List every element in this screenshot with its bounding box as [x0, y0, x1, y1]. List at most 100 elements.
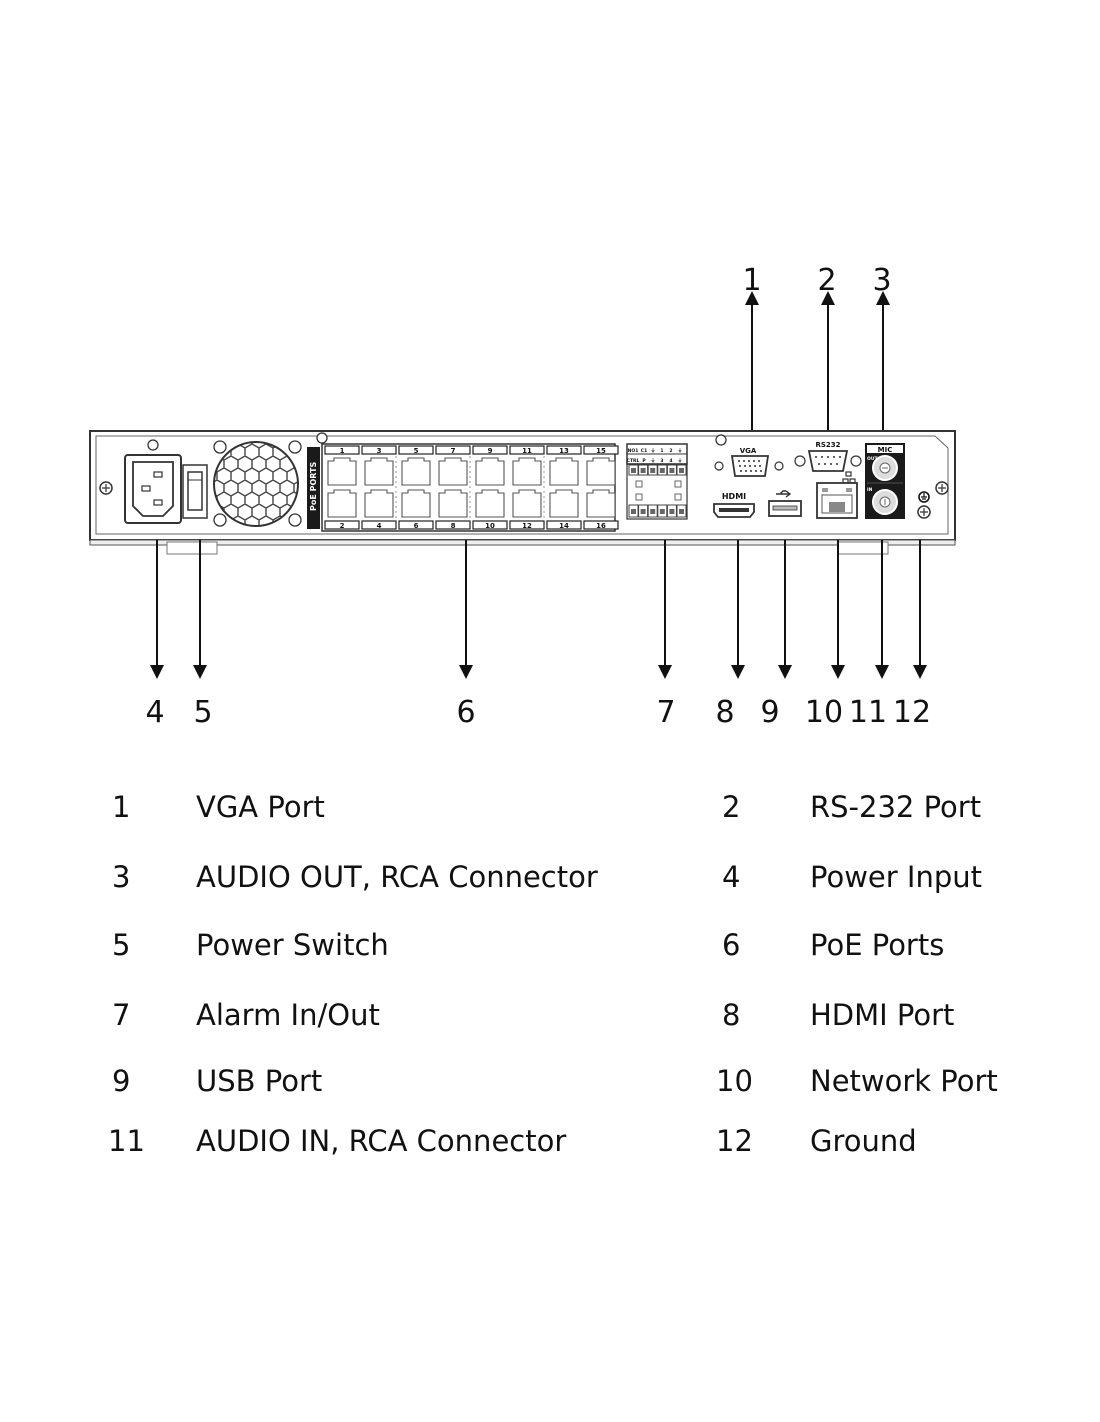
- alarm-label: ⏚: [678, 457, 683, 464]
- callout-2: 2: [817, 263, 836, 298]
- callout-7: 7: [656, 695, 675, 730]
- poe-jack-icon: [401, 489, 431, 518]
- callout-1: 1: [742, 263, 761, 298]
- legend-number: 5: [112, 928, 131, 962]
- usb-port-icon: [768, 490, 802, 517]
- alarm-label: NO1: [628, 448, 639, 454]
- alarm-label: ⏚: [651, 457, 656, 464]
- poe-port-number: 11: [522, 447, 532, 455]
- poe-ports-label: PoE PORTS: [309, 461, 318, 511]
- mic-in-label: IN: [867, 487, 873, 493]
- power-switch-icon: [182, 464, 208, 519]
- legend-label: RS-232 Port: [810, 790, 982, 824]
- vga-port-icon: VGA: [714, 434, 784, 477]
- callout-4: 4: [145, 695, 164, 730]
- mic-out-label: OUT: [867, 456, 878, 462]
- poe-jack-icon: [475, 457, 505, 486]
- poe-jack-icon: [549, 457, 579, 486]
- ground-terminal-icon: [917, 491, 931, 519]
- poe-port-number: 9: [488, 447, 493, 455]
- legend-label: PoE Ports: [810, 928, 945, 962]
- callout-11: 11: [849, 695, 887, 730]
- hdmi-port-icon: HDMI: [713, 492, 755, 518]
- legend-label: Alarm In/Out: [196, 998, 380, 1032]
- poe-jack-icon: [364, 457, 394, 486]
- poe-port-number: 10: [485, 522, 495, 530]
- callout-10: 10: [805, 695, 843, 730]
- poe-port-number: 8: [451, 522, 456, 530]
- poe-port-number: 1: [340, 447, 345, 455]
- poe-jack-icon: [586, 457, 616, 486]
- poe-port-number: 3: [377, 447, 382, 455]
- legend-number: 6: [722, 928, 741, 962]
- callout-8: 8: [715, 695, 734, 730]
- poe-port-number: 6: [414, 522, 419, 530]
- legend-number: 3: [112, 860, 131, 894]
- network-port-icon: [816, 471, 858, 519]
- poe-port-number: 5: [414, 447, 419, 455]
- legend-label: AUDIO OUT, RCA Connector: [196, 860, 598, 894]
- alarm-label: 2: [669, 448, 672, 454]
- vga-label: VGA: [740, 447, 757, 455]
- legend-label: VGA Port: [196, 790, 325, 824]
- legend-number: 7: [112, 998, 131, 1032]
- alarm-label: 1: [660, 448, 663, 454]
- legend-label: AUDIO IN, RCA Connector: [196, 1124, 567, 1158]
- poe-jack-icon: [438, 457, 468, 486]
- legend-label: USB Port: [196, 1064, 323, 1098]
- legend-number: 9: [112, 1064, 131, 1098]
- legend-number: 2: [722, 790, 741, 824]
- legend-number: 10: [716, 1064, 753, 1098]
- audio-rca-block: MIC OUT IN: [865, 443, 905, 519]
- poe-port-number: 16: [596, 522, 606, 530]
- poe-port-number: 4: [377, 522, 382, 530]
- top-callouts: 1 2 3: [742, 263, 892, 430]
- alarm-label: ⏚: [651, 447, 656, 454]
- legend-label: Network Port: [810, 1064, 998, 1098]
- poe-jack-icon: [549, 489, 579, 518]
- legend-number: 4: [722, 860, 741, 894]
- fan-icon: [147, 432, 328, 527]
- alarm-label: CTRL: [627, 458, 640, 464]
- poe-port-number: 13: [559, 447, 569, 455]
- poe-jack-icon: [475, 489, 505, 518]
- poe-jack-icon: [438, 489, 468, 518]
- callout-12: 12: [893, 695, 931, 730]
- alarm-label: P: [642, 458, 646, 464]
- poe-port-number: 14: [559, 522, 569, 530]
- callout-3: 3: [872, 263, 891, 298]
- callout-6: 6: [456, 695, 475, 730]
- legend-label: HDMI Port: [810, 998, 955, 1032]
- power-input-icon: [124, 454, 182, 524]
- callout-5: 5: [193, 695, 212, 730]
- poe-jack-icon: [327, 457, 357, 486]
- poe-port-number: 15: [596, 447, 606, 455]
- legend-number: 8: [722, 998, 741, 1032]
- alarm-label: 4: [669, 458, 672, 464]
- rs232-port-icon: RS232: [794, 441, 862, 472]
- poe-jack-icon: [364, 489, 394, 518]
- poe-jack-icon: [327, 489, 357, 518]
- alarm-label: C1: [641, 448, 647, 454]
- rs232-label: RS232: [815, 441, 840, 449]
- legend-label: Ground: [810, 1124, 917, 1158]
- poe-jack-icon: [586, 489, 616, 518]
- legend-number: 12: [716, 1124, 753, 1158]
- poe-port-number: 2: [340, 522, 345, 530]
- mic-label: MIC: [878, 446, 893, 454]
- legend-number: 11: [108, 1124, 145, 1158]
- callout-9: 9: [760, 695, 779, 730]
- poe-jack-icon: [512, 489, 542, 518]
- alarm-label: 3: [660, 458, 663, 464]
- poe-port-number: 12: [522, 522, 532, 530]
- legend-label: Power Input: [810, 860, 982, 894]
- poe-port-number: 7: [451, 447, 456, 455]
- hdmi-label: HDMI: [722, 492, 746, 501]
- alarm-label: ⏚: [678, 447, 683, 454]
- rear-panel-diagram: 1 2 3 Po: [89, 263, 956, 730]
- poe-jack-icon: [401, 457, 431, 486]
- poe-jack-icon: [512, 457, 542, 486]
